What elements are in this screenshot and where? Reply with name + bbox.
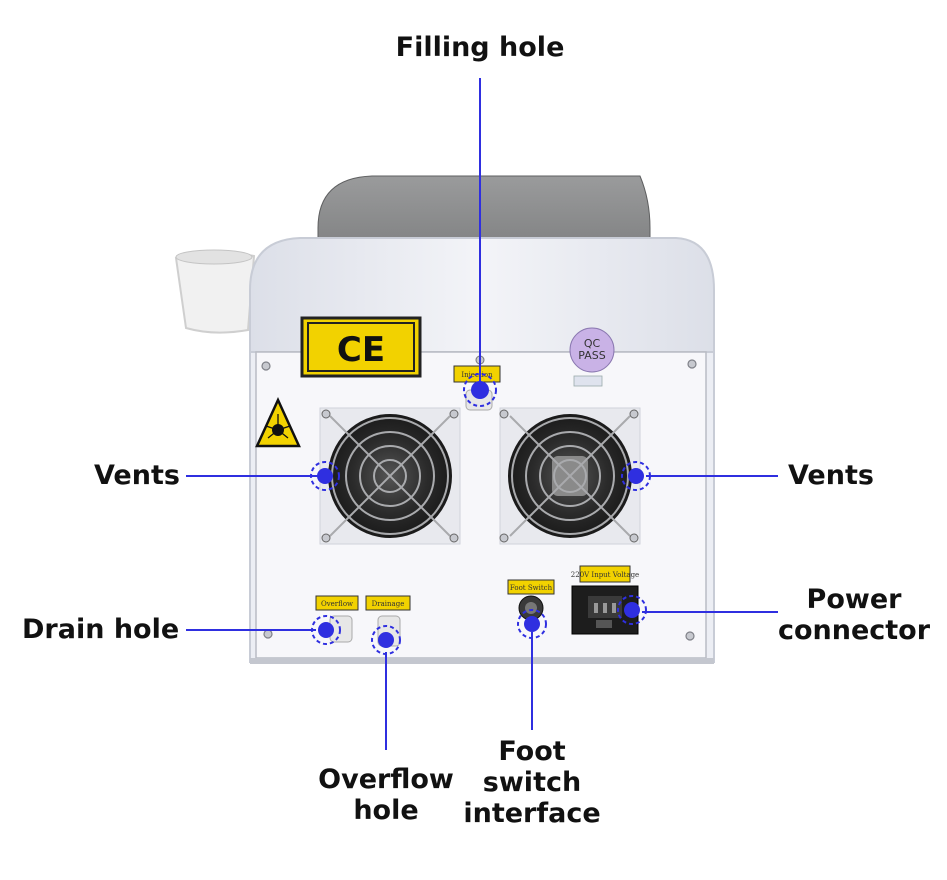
callout-pointers — [186, 78, 778, 750]
overflow-label: Overflow — [321, 600, 353, 608]
overflow-port: Overflow — [315, 595, 359, 643]
left-fan — [319, 407, 461, 545]
power-connector-line1: Power — [806, 584, 902, 615]
device-base — [250, 658, 714, 664]
foot-switch-line3: interface — [463, 798, 601, 829]
overflow-hole-line1: Overflow — [318, 764, 454, 795]
voltage-label: 220V Input Voltage — [571, 571, 639, 579]
qc-pass-sticker: QC PASS — [569, 327, 615, 387]
power-connector-line2: connector — [777, 615, 931, 646]
marker-foot-switch — [517, 609, 547, 639]
handpiece-holder — [174, 249, 256, 334]
drain-hole-callout: Drain hole — [22, 614, 180, 645]
vents-left-callout: Vents — [94, 460, 180, 491]
qc-text-line2: PASS — [578, 349, 605, 362]
qc-text-line1: QC — [584, 337, 601, 350]
foot-switch-callout: Foot switch interface — [452, 736, 612, 829]
overflow-hole-callout: Overflow hole — [296, 764, 476, 826]
marker-filling-hole — [463, 373, 497, 407]
foot-switch-line1: Foot — [498, 736, 566, 767]
marker-vents-left — [310, 461, 340, 491]
foot-switch-line2: switch — [482, 767, 582, 798]
drainage-label: Drainage — [372, 600, 405, 608]
foot-switch-label: Foot Switch — [510, 584, 553, 592]
filling-hole-callout: Filling hole — [395, 32, 565, 63]
marker-drain-hole — [311, 615, 341, 645]
overflow-hole-line2: hole — [353, 795, 419, 826]
ce-label: CE — [300, 316, 422, 378]
marker-power-connector — [617, 595, 647, 625]
ce-text: CE — [337, 330, 385, 370]
power-connector-callout: Power connector — [774, 584, 934, 646]
panel-screws — [261, 359, 697, 641]
laser-warning-icon — [255, 396, 301, 448]
vents-right-callout: Vents — [788, 460, 874, 491]
foot-switch-port: Foot Switch — [507, 579, 555, 621]
marker-overflow-hole — [371, 625, 401, 655]
marker-vents-right — [621, 461, 651, 491]
right-fan — [499, 407, 641, 545]
